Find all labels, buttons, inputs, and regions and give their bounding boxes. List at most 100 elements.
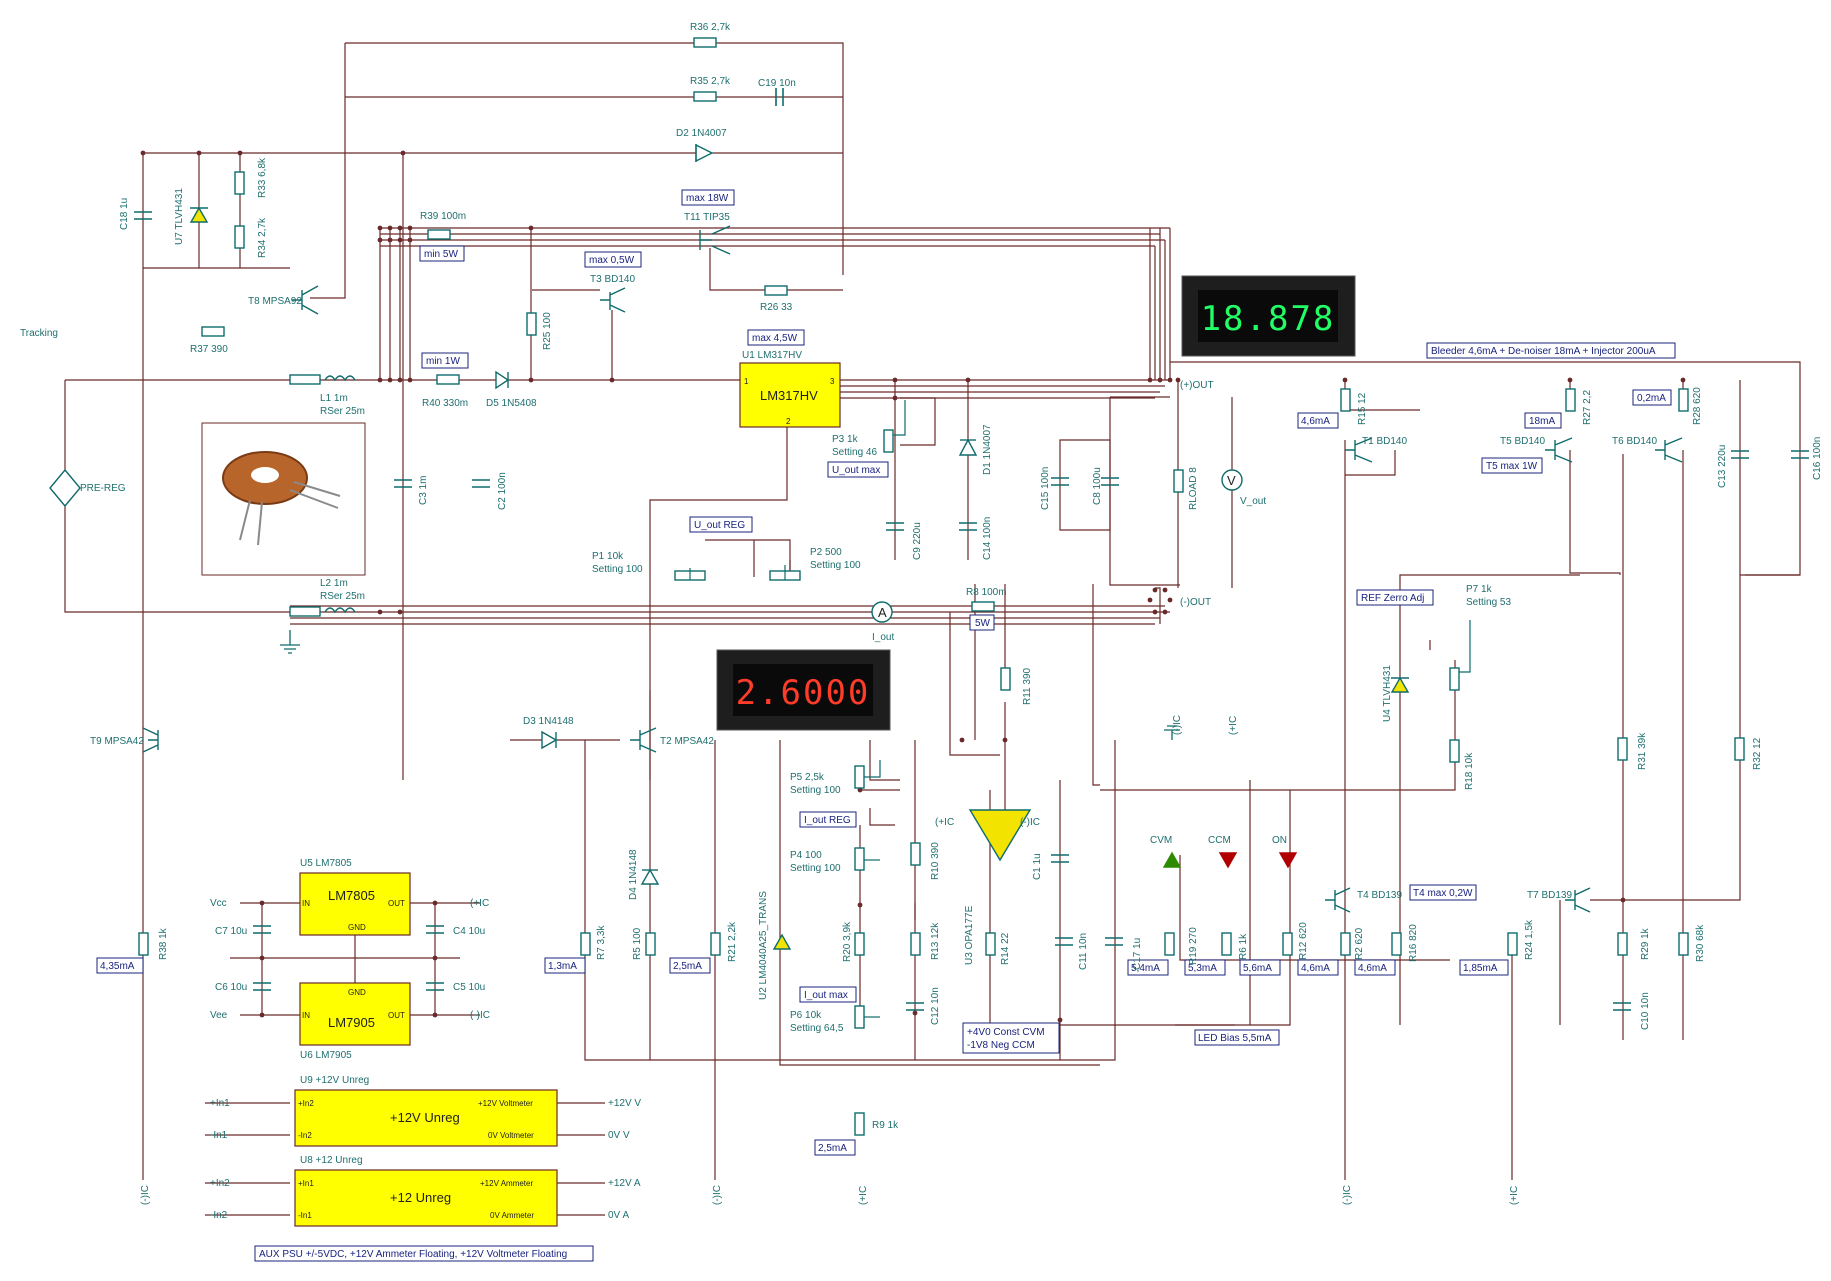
resistor-r30[interactable]: [1678, 932, 1689, 956]
resistor-r9[interactable]: [854, 1112, 865, 1136]
capacitor-c12[interactable]: [906, 1002, 924, 1011]
capacitor-c17[interactable]: [1105, 937, 1123, 946]
capacitor-c19[interactable]: [775, 88, 784, 106]
diode-d4[interactable]: [640, 868, 660, 885]
capacitor-c2[interactable]: [472, 479, 490, 488]
chip-u9[interactable]: [294, 1089, 558, 1147]
resistor-r24[interactable]: [1507, 932, 1518, 956]
capacitor-c9[interactable]: [886, 522, 904, 531]
label-r11: R11 390: [1022, 667, 1033, 705]
diode-d5[interactable]: [495, 370, 510, 390]
capacitor-c13[interactable]: [1731, 450, 1749, 459]
capacitor-c11[interactable]: [1055, 937, 1073, 946]
label-d2: D2 1N4007: [676, 128, 727, 139]
resistor-r6[interactable]: [1221, 932, 1232, 956]
transistor-t4[interactable]: [1325, 887, 1351, 913]
capacitor-c4[interactable]: [426, 925, 444, 934]
resistor-r35[interactable]: [693, 91, 717, 102]
label-r26: R26 33: [760, 302, 793, 313]
resistor-r18[interactable]: [1449, 739, 1460, 763]
capacitor-c15[interactable]: [1051, 477, 1069, 486]
chip-u8[interactable]: [294, 1169, 558, 1227]
opamp-u3[interactable]: [968, 809, 1032, 862]
note-53ma: 5,3mA: [1188, 963, 1217, 974]
capacitor-c14[interactable]: [959, 522, 977, 531]
voltmeter-symbol[interactable]: [1221, 469, 1243, 491]
resistor-r40[interactable]: [436, 374, 460, 385]
label-t3: T3 BD140: [590, 274, 635, 285]
chip-u6[interactable]: [299, 982, 411, 1046]
resistor-r10[interactable]: [910, 842, 921, 866]
resistor-r28[interactable]: [1678, 388, 1689, 412]
resistor-l1-body[interactable]: [289, 374, 321, 385]
diode-d2[interactable]: [695, 143, 714, 163]
capacitor-c18[interactable]: [134, 211, 152, 220]
resistor-r13[interactable]: [910, 932, 921, 956]
label-r16: R16 820: [1408, 924, 1419, 962]
tl431-u4[interactable]: [1390, 676, 1410, 693]
transistor-t3[interactable]: [600, 287, 626, 313]
resistor-r21[interactable]: [710, 932, 721, 956]
ammeter-symbol[interactable]: [871, 601, 893, 623]
resistor-r38[interactable]: [138, 932, 149, 956]
potentiometer-p6[interactable]: [854, 1005, 865, 1029]
capacitor-c1[interactable]: [1051, 854, 1069, 863]
resistor-r15[interactable]: [1340, 388, 1351, 412]
resistor-r25[interactable]: [526, 312, 537, 336]
potentiometer-p3[interactable]: [883, 429, 894, 453]
transistor-t1[interactable]: [1345, 437, 1373, 463]
resistor-rload[interactable]: [1173, 469, 1184, 493]
diode-d3[interactable]: [541, 730, 558, 750]
resistor-r8[interactable]: [971, 601, 995, 612]
inductor-l1[interactable]: [324, 375, 356, 382]
potentiometer-p4[interactable]: [854, 847, 865, 871]
resistor-r26[interactable]: [764, 285, 788, 296]
resistor-r2[interactable]: [1340, 932, 1351, 956]
capacitor-c5[interactable]: [426, 982, 444, 991]
chip-u1[interactable]: [739, 362, 841, 428]
resistor-r14[interactable]: [985, 932, 996, 956]
prereg-source[interactable]: [49, 468, 81, 508]
resistor-r33[interactable]: [234, 171, 245, 195]
resistor-r29[interactable]: [1617, 932, 1628, 956]
led-cvm[interactable]: [1162, 851, 1182, 868]
transistor-t2[interactable]: [630, 727, 657, 753]
capacitor-c3[interactable]: [394, 479, 412, 488]
transistor-t9[interactable]: [142, 727, 159, 753]
label-nic: (-)IC: [1020, 817, 1040, 828]
led-ccm[interactable]: [1218, 852, 1238, 869]
resistor-r36[interactable]: [693, 37, 717, 48]
resistor-r19[interactable]: [1164, 932, 1175, 956]
transistor-t6[interactable]: [1655, 437, 1683, 463]
resistor-r37[interactable]: [201, 326, 225, 337]
resistor-r20[interactable]: [854, 932, 865, 956]
capacitor-c6[interactable]: [253, 982, 271, 991]
resistor-r34[interactable]: [234, 225, 245, 249]
led-on[interactable]: [1278, 852, 1298, 869]
resistor-r16[interactable]: [1391, 932, 1402, 956]
diode-d1[interactable]: [958, 438, 978, 456]
resistor-r11[interactable]: [1000, 667, 1011, 691]
resistor-r32[interactable]: [1734, 737, 1745, 761]
capacitor-c8[interactable]: [1101, 477, 1119, 486]
potentiometer-p5[interactable]: [854, 765, 865, 789]
transistor-t8[interactable]: [292, 285, 319, 315]
tl431-u7[interactable]: [189, 206, 209, 223]
transistor-t5[interactable]: [1545, 437, 1573, 463]
resistor-r5[interactable]: [645, 932, 656, 956]
transistor-t11[interactable]: [699, 225, 731, 255]
chip-u5[interactable]: [299, 872, 411, 936]
diode-u2[interactable]: [772, 933, 792, 950]
potentiometer-p7[interactable]: [1449, 667, 1460, 691]
resistor-r7[interactable]: [580, 932, 591, 956]
capacitor-c7[interactable]: [253, 925, 271, 934]
resistor-r12[interactable]: [1282, 932, 1293, 956]
capacitor-c16[interactable]: [1791, 450, 1809, 459]
resistor-r31[interactable]: [1617, 737, 1628, 761]
inductor-l2[interactable]: [324, 607, 356, 614]
resistor-l2-body[interactable]: [289, 606, 321, 617]
resistor-r27[interactable]: [1565, 388, 1576, 412]
capacitor-c10[interactable]: [1613, 1002, 1631, 1011]
transistor-t7[interactable]: [1565, 887, 1591, 913]
resistor-r39[interactable]: [427, 229, 451, 240]
